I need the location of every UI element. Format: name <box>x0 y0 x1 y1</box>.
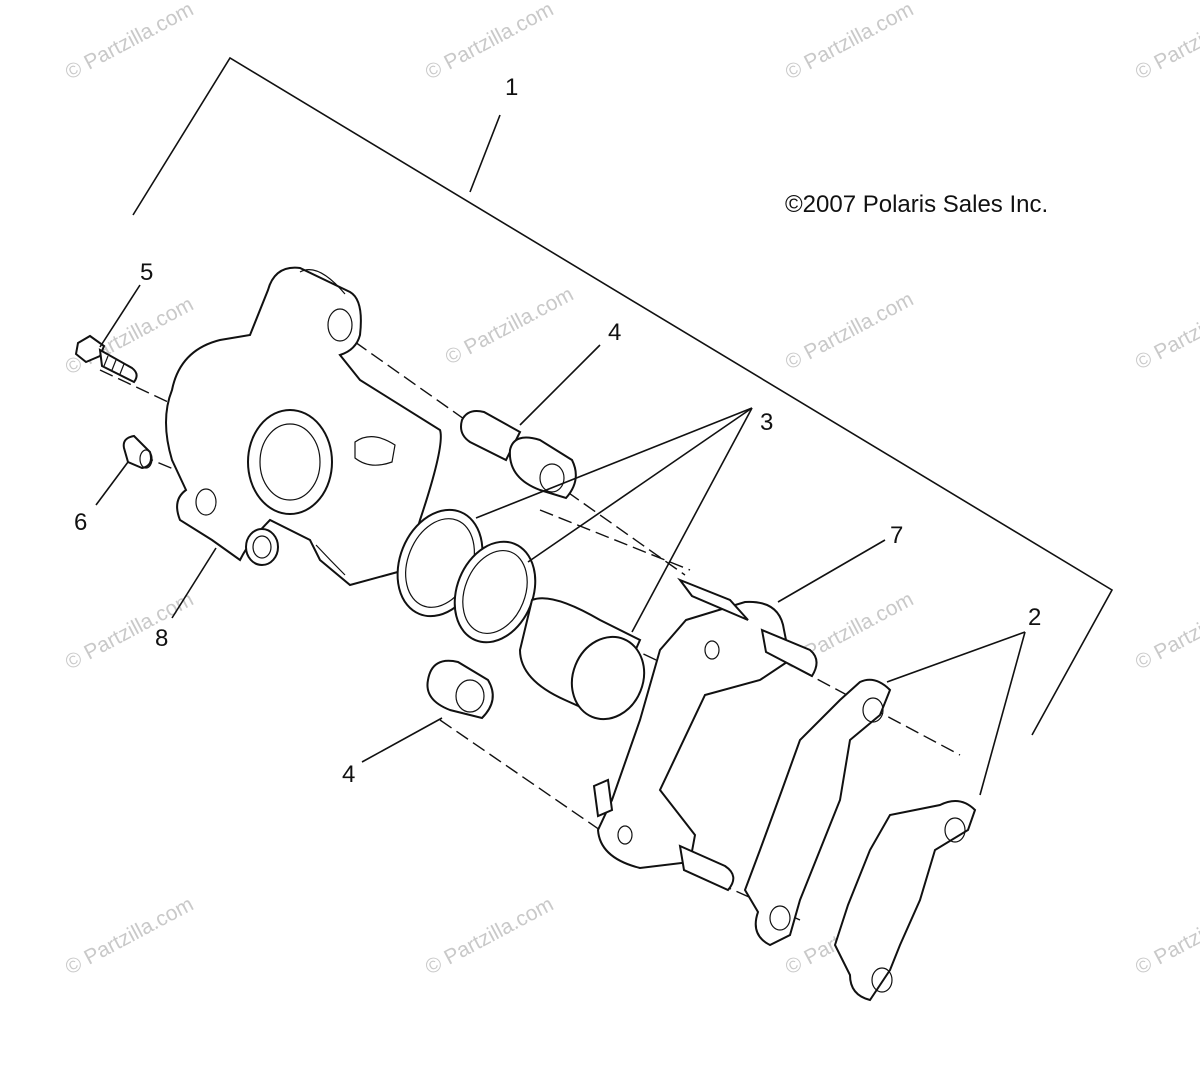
bleeder-screw-part <box>74 334 138 384</box>
watermark: © Partzilla.com <box>422 893 558 980</box>
watermark: © Partzilla.com <box>1132 0 1200 84</box>
pin-boot-upper-part <box>460 410 577 500</box>
callout-1: 1 <box>505 74 518 101</box>
piston-seals-part <box>396 508 646 721</box>
watermark: © Partzilla.com <box>1132 588 1200 675</box>
watermark: © Partzilla.com <box>442 283 578 370</box>
callout-8: 8 <box>155 625 168 652</box>
caliper-body-part <box>165 266 442 587</box>
callout-labels: 1 5 4 3 6 7 2 8 4 <box>74 74 1041 788</box>
watermark: © Partzilla.com <box>62 893 198 980</box>
pin-boot-lower-part <box>426 659 494 720</box>
callout-4-upper: 4 <box>608 319 621 346</box>
leader-lines <box>95 284 1026 796</box>
callout-2: 2 <box>1028 604 1041 631</box>
watermark: © Partzilla.com <box>1132 893 1200 980</box>
watermark: © Partzilla.com <box>422 0 558 84</box>
callout-6: 6 <box>74 509 87 536</box>
copyright-notice: ©2007 Polaris Sales Inc. <box>785 191 1048 218</box>
watermark: © Partzilla.com <box>782 288 918 375</box>
brake-pads-part <box>743 678 977 1002</box>
callout-7: 7 <box>890 522 903 549</box>
caliper-bracket-part <box>592 577 818 892</box>
watermark: © Partzilla.com <box>62 588 198 675</box>
bleeder-cap-part <box>122 434 153 470</box>
callout-4-lower: 4 <box>342 761 355 788</box>
watermark: © Partzilla.com <box>782 0 918 84</box>
watermark: © Partzilla.com <box>1132 288 1200 375</box>
callout-3: 3 <box>760 409 773 436</box>
assembly-bracket <box>132 56 1114 736</box>
watermark: © Partzilla.com <box>62 0 198 84</box>
callout-5: 5 <box>140 259 153 286</box>
